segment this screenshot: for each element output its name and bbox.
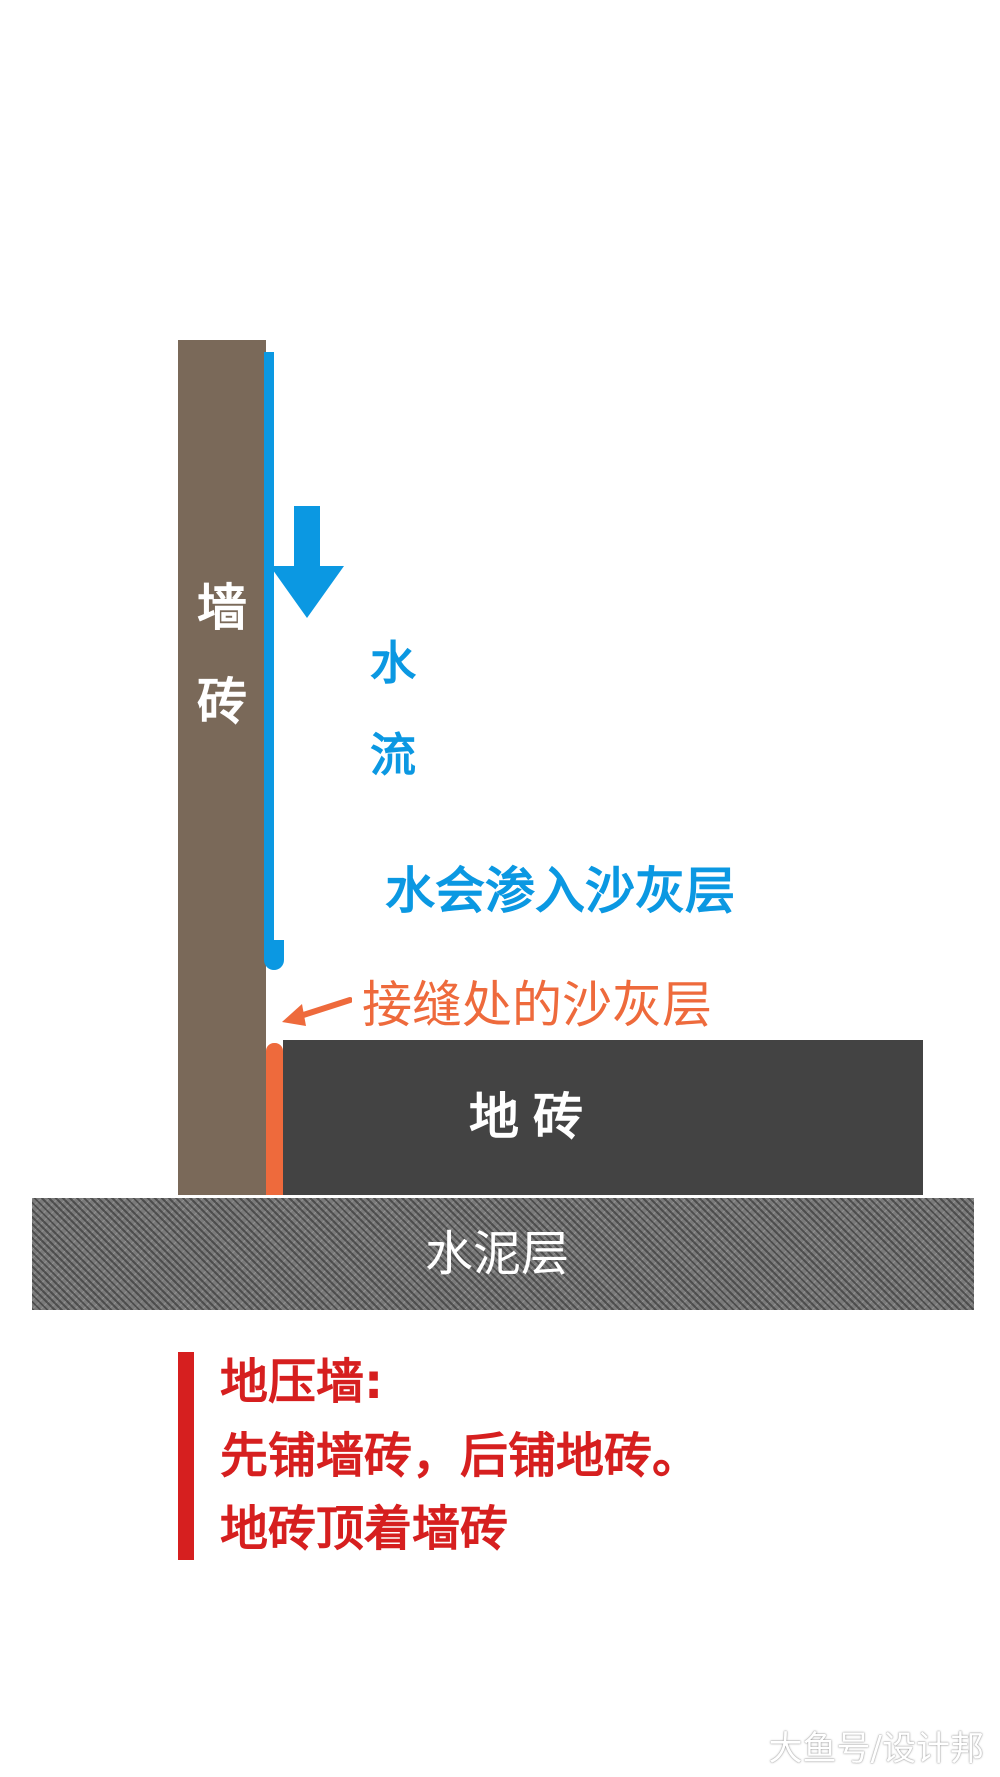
floor-tile: [283, 1040, 923, 1195]
note-title: 地压墙:: [220, 1354, 384, 1410]
note-accent-bar: [178, 1352, 194, 1560]
seep-annotation: 水会渗入沙灰层: [385, 862, 735, 920]
wall-label-char-1: 墙: [197, 579, 247, 637]
left-arrow-icon: [282, 997, 352, 1026]
watermark: 大鱼号/设计邦: [768, 1729, 984, 1769]
wall-tile: [178, 340, 266, 1195]
down-arrow-icon: [272, 506, 344, 618]
water-flow-label-char-1: 水: [370, 636, 416, 690]
water-flow-label-char-2: 流: [370, 728, 416, 782]
joint-mortar-label: 接缝处的沙灰层: [362, 976, 712, 1034]
cement-layer: [32, 1198, 974, 1310]
water-film: [264, 352, 274, 952]
floor-tile-label: 地砖: [469, 1088, 597, 1146]
water-drop: [264, 940, 284, 970]
note-line-1: 先铺墙砖，后铺地砖。: [220, 1428, 701, 1484]
wall-label-char-2: 砖: [197, 673, 247, 731]
cement-layer-label: 水泥层: [424, 1226, 569, 1282]
note-line-2: 地砖顶着墙砖: [220, 1501, 509, 1557]
mortar-joint-strip: [266, 1043, 283, 1195]
